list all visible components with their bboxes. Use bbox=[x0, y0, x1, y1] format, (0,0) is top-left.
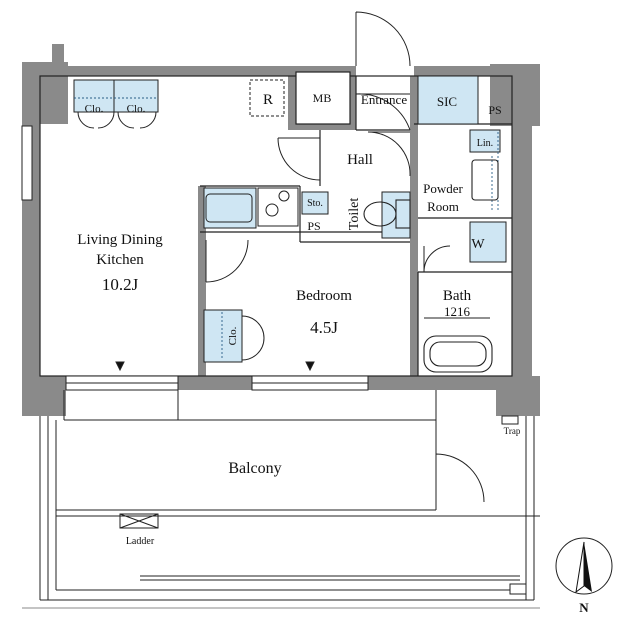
ldk-label-line1: Living Dining bbox=[77, 232, 163, 248]
ldk-label-line2: Kitchen bbox=[96, 252, 144, 268]
linen-label: Lin. bbox=[477, 138, 493, 149]
wall-wet-area bbox=[410, 76, 418, 382]
stove-counter bbox=[257, 187, 299, 227]
sic-storage bbox=[417, 75, 479, 125]
doors bbox=[77, 11, 485, 503]
closet-a-door bbox=[77, 111, 115, 129]
refrigerator-space bbox=[249, 79, 285, 117]
kitchen bbox=[205, 187, 299, 227]
compass-needle-half bbox=[575, 541, 585, 594]
column-bottom-right bbox=[496, 376, 540, 416]
ladder-hatch bbox=[119, 513, 159, 529]
powder-door bbox=[367, 131, 411, 177]
sink-basin bbox=[205, 193, 253, 223]
bathtub-inner bbox=[429, 341, 487, 367]
washer-space bbox=[469, 221, 507, 263]
hall-door bbox=[277, 137, 321, 181]
balcony-label: Balcony bbox=[228, 460, 281, 477]
ps-toilet-label: PS bbox=[307, 219, 320, 233]
bedroom-label: Bedroom bbox=[296, 288, 352, 304]
closet-bedroom-label: Clo. bbox=[227, 326, 239, 345]
trap-drain bbox=[501, 415, 519, 425]
burner-1 bbox=[265, 203, 279, 217]
storage-dashes bbox=[74, 97, 499, 360]
labels: Living Dining Kitchen 10.2J Bedroom 4.5J… bbox=[77, 91, 589, 615]
powder-room-label-line2: Room bbox=[427, 199, 459, 214]
column-bottom-left bbox=[22, 376, 66, 416]
entrance-inner bbox=[355, 93, 411, 131]
meter-box-label: MB bbox=[313, 91, 332, 105]
compass-ring bbox=[555, 537, 613, 595]
column-top-left-cap bbox=[52, 44, 64, 64]
compass bbox=[555, 537, 613, 595]
closet-a-label: Clo. bbox=[85, 103, 104, 115]
balcony-area bbox=[22, 390, 540, 609]
corner-drain bbox=[509, 583, 527, 595]
bath-fixtures bbox=[363, 159, 499, 373]
wall-right bbox=[512, 124, 532, 386]
closet-a bbox=[73, 79, 115, 113]
windows bbox=[21, 125, 369, 391]
bath-size: 1216 bbox=[444, 304, 471, 319]
storage-label: Sto. bbox=[307, 198, 323, 209]
interior-lines bbox=[39, 71, 513, 377]
ldk-window-marker bbox=[115, 361, 125, 372]
wall-top-ldk bbox=[68, 66, 288, 76]
kitchen-sink bbox=[203, 187, 257, 229]
hall-label: Hall bbox=[347, 152, 373, 168]
bath-label: Bath bbox=[443, 288, 472, 304]
left-window bbox=[21, 125, 33, 201]
ladder-label: Ladder bbox=[126, 536, 155, 547]
compass-north-label: N bbox=[579, 600, 589, 615]
toilet-label: Toilet bbox=[347, 198, 362, 231]
bath-door bbox=[423, 245, 451, 273]
linen-storage bbox=[469, 129, 501, 153]
trap-label: Trap bbox=[504, 426, 521, 436]
toilet-tank bbox=[395, 199, 411, 229]
column-top-left bbox=[22, 62, 68, 124]
bedroom-window-marker bbox=[305, 361, 315, 372]
sic-label: SIC bbox=[437, 94, 457, 109]
wall-ldk-bedroom bbox=[198, 186, 206, 382]
powder-room-label-line1: Powder bbox=[423, 181, 463, 196]
wall-top-sic bbox=[414, 66, 492, 76]
bathtub bbox=[423, 335, 493, 373]
burner-2 bbox=[278, 190, 290, 202]
refrigerator-label: R bbox=[263, 92, 273, 108]
bedroom-size: 4.5J bbox=[310, 318, 338, 337]
closet-b bbox=[113, 79, 159, 113]
column-top-right bbox=[490, 64, 540, 126]
entrance-label: Entrance bbox=[361, 92, 407, 107]
ldk-size: 10.2J bbox=[102, 275, 139, 294]
entrance-door bbox=[355, 11, 411, 67]
washer-label: W bbox=[471, 237, 485, 252]
washbasin bbox=[471, 159, 499, 201]
closet-b-door bbox=[117, 111, 157, 129]
balcony-door bbox=[435, 453, 485, 503]
closet-door bbox=[241, 315, 265, 361]
compass-needle bbox=[584, 542, 592, 592]
bedroom-door bbox=[205, 239, 249, 283]
ps-top-label: PS bbox=[488, 103, 501, 117]
storage-sto bbox=[301, 191, 329, 215]
mb-box bbox=[295, 71, 351, 125]
closet-b-label: Clo. bbox=[127, 103, 146, 115]
